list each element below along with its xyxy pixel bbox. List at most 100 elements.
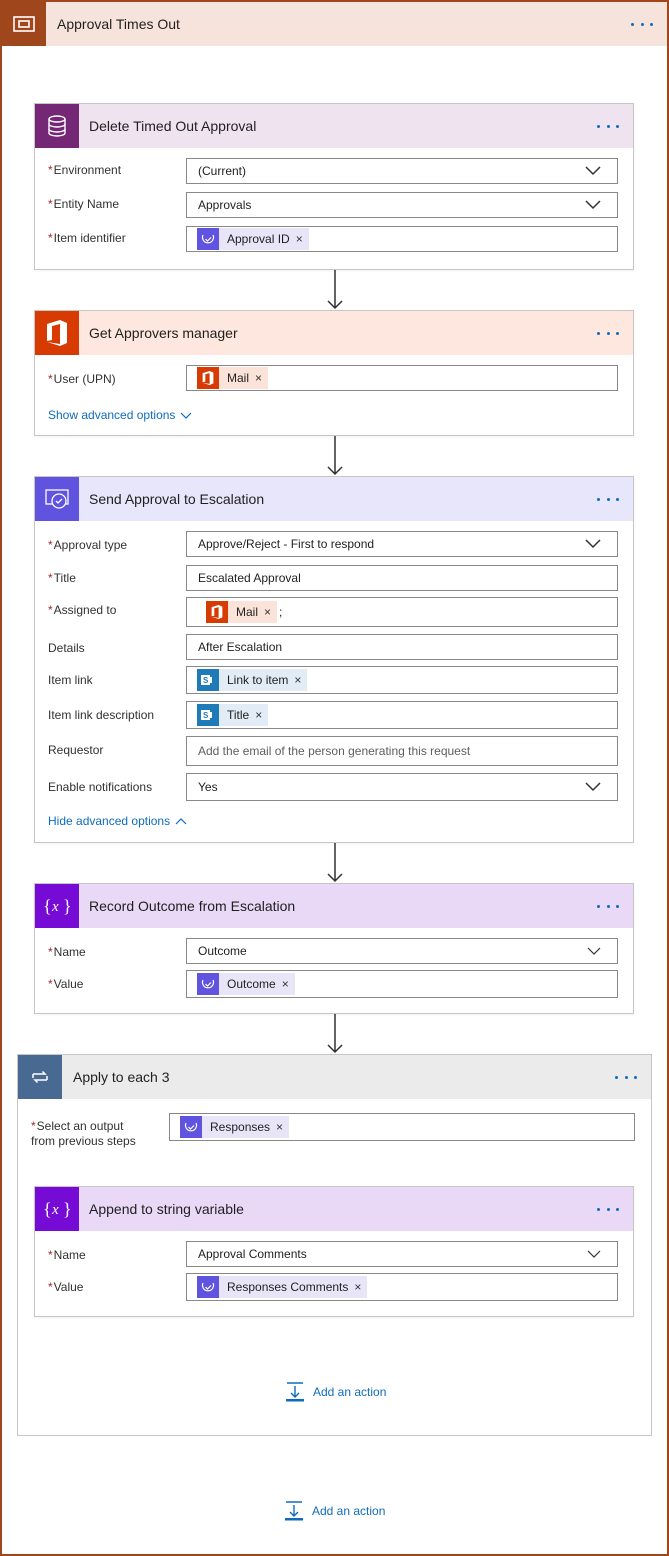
flow-arrow-icon (327, 843, 343, 883)
requestor-label: Requestor (48, 743, 104, 757)
loop-icon (18, 1055, 62, 1099)
assigned-to-input[interactable]: Mail × ; (186, 597, 618, 627)
append-value-input[interactable]: Responses Comments × (186, 1273, 618, 1301)
hide-advanced-options-link[interactable]: Hide advanced options (48, 814, 187, 828)
chevron-up-icon (175, 817, 187, 824)
flow-arrow-icon (327, 436, 343, 476)
remove-token-icon[interactable]: × (354, 1280, 362, 1294)
svg-text:}: } (63, 1199, 72, 1219)
approval-header[interactable]: Send Approval to Escalation (35, 477, 633, 521)
sharepoint-icon: S (197, 704, 219, 726)
item-link-label: Item link (48, 673, 93, 687)
apply-to-each-more-icon[interactable] (615, 1074, 637, 1080)
append-variable-title: Append to string variable (89, 1201, 244, 1217)
item-link-description-input[interactable]: S Title × (186, 701, 618, 729)
delete-approval-card: Delete Timed Out Approval *Environment (… (34, 103, 634, 270)
record-outcome-header[interactable]: {x} Record Outcome from Escalation (35, 884, 633, 928)
user-upn-input[interactable]: Mail × (186, 365, 618, 391)
remove-token-icon[interactable]: × (294, 673, 302, 687)
remove-token-icon[interactable]: × (295, 232, 303, 246)
remove-token-icon[interactable]: × (255, 371, 263, 385)
details-input[interactable]: After Escalation (186, 634, 618, 660)
variable-icon: {x} (35, 1187, 79, 1231)
chevron-down-icon (181, 412, 192, 419)
enable-notifications-dropdown[interactable]: Yes (186, 773, 618, 801)
delete-approval-header[interactable]: Delete Timed Out Approval (35, 104, 633, 148)
approval-type-dropdown[interactable]: Approve/Reject - First to respond (186, 531, 618, 557)
mail-token[interactable]: Mail × (206, 601, 278, 623)
item-identifier-input[interactable]: Approval ID × (186, 226, 618, 252)
manager-card: Get Approvers manager *User (UPN) Mail ×… (34, 310, 634, 436)
approval-type-label: *Approval type (48, 538, 128, 552)
approval-more-icon[interactable] (597, 496, 619, 502)
manager-more-icon[interactable] (597, 330, 619, 336)
requestor-input[interactable]: Add the email of the person generating t… (186, 736, 618, 766)
variable-icon: {x} (35, 884, 79, 928)
apply-to-each-title: Apply to each 3 (73, 1069, 170, 1085)
office-icon (35, 311, 79, 355)
append-name-dropdown[interactable]: Approval Comments (186, 1241, 618, 1267)
append-variable-header[interactable]: {x} Append to string variable (35, 1187, 633, 1231)
select-output-label: *Select an output from previous steps (31, 1119, 136, 1148)
responses-comments-token[interactable]: Responses Comments × (197, 1276, 368, 1298)
title-label: *Title (48, 571, 76, 585)
title-token[interactable]: S Title × (197, 704, 269, 726)
append-variable-more-icon[interactable] (597, 1206, 619, 1212)
svg-text:S: S (203, 676, 209, 685)
append-variable-card: {x} Append to string variable *Name Appr… (34, 1186, 634, 1317)
title-input[interactable]: Escalated Approval (186, 565, 618, 591)
mail-token[interactable]: Mail × (197, 367, 269, 389)
svg-text:S: S (203, 711, 209, 720)
svg-text:x: x (51, 1202, 59, 1218)
delete-approval-more-icon[interactable] (597, 123, 619, 129)
approval-title: Send Approval to Escalation (89, 491, 265, 507)
delete-approval-title: Delete Timed Out Approval (89, 118, 257, 134)
scope-header[interactable]: Approval Times Out (2, 2, 667, 46)
inner-add-action-button[interactable]: Add an action (285, 1382, 386, 1402)
chevron-down-icon (585, 539, 601, 549)
svg-text:{: { (43, 896, 52, 916)
approval-id-token[interactable]: Approval ID × (197, 228, 309, 250)
outcome-token[interactable]: Outcome × (197, 973, 295, 995)
approvals-icon (180, 1116, 202, 1138)
manager-title: Get Approvers manager (89, 325, 238, 341)
add-action-icon (285, 1501, 303, 1521)
select-output-input[interactable]: Responses × (169, 1113, 635, 1141)
approvals-icon (35, 477, 79, 521)
add-action-icon (286, 1382, 304, 1402)
approvals-icon (197, 228, 219, 250)
chevron-down-icon (585, 782, 601, 792)
remove-token-icon[interactable]: × (281, 977, 289, 991)
variable-name-dropdown[interactable]: Outcome (186, 938, 618, 964)
environment-label: *Environment (48, 163, 122, 177)
database-icon (35, 104, 79, 148)
variable-name-label: *Name (48, 945, 86, 959)
manager-header[interactable]: Get Approvers manager (35, 311, 633, 355)
scope-title: Approval Times Out (57, 16, 180, 32)
variable-value-input[interactable]: Outcome × (186, 970, 618, 998)
record-outcome-more-icon[interactable] (597, 903, 619, 909)
variable-value-label: *Value (48, 977, 84, 991)
environment-dropdown[interactable]: (Current) (186, 158, 618, 184)
remove-token-icon[interactable]: × (255, 708, 263, 722)
remove-token-icon[interactable]: × (264, 605, 272, 619)
responses-token[interactable]: Responses × (180, 1116, 290, 1138)
show-advanced-options-link[interactable]: Show advanced options (48, 408, 192, 422)
details-label: Details (48, 641, 85, 655)
scope-more-icon[interactable] (631, 21, 653, 27)
flow-arrow-icon (327, 1014, 343, 1054)
remove-token-icon[interactable]: × (276, 1120, 284, 1134)
item-link-input[interactable]: S Link to item × (186, 666, 618, 694)
svg-text:{: { (43, 1199, 52, 1219)
chevron-down-icon (587, 947, 601, 955)
sharepoint-icon: S (197, 669, 219, 691)
approvals-icon (197, 1276, 219, 1298)
flow-arrow-icon (327, 270, 343, 310)
chevron-down-icon (587, 1250, 601, 1258)
entity-name-dropdown[interactable]: Approvals (186, 192, 618, 218)
link-to-item-token[interactable]: S Link to item × (197, 669, 308, 691)
add-action-button[interactable]: Add an action (284, 1501, 385, 1521)
record-outcome-card: {x} Record Outcome from Escalation *Name… (34, 883, 634, 1014)
apply-to-each-header[interactable]: Apply to each 3 (18, 1055, 651, 1099)
